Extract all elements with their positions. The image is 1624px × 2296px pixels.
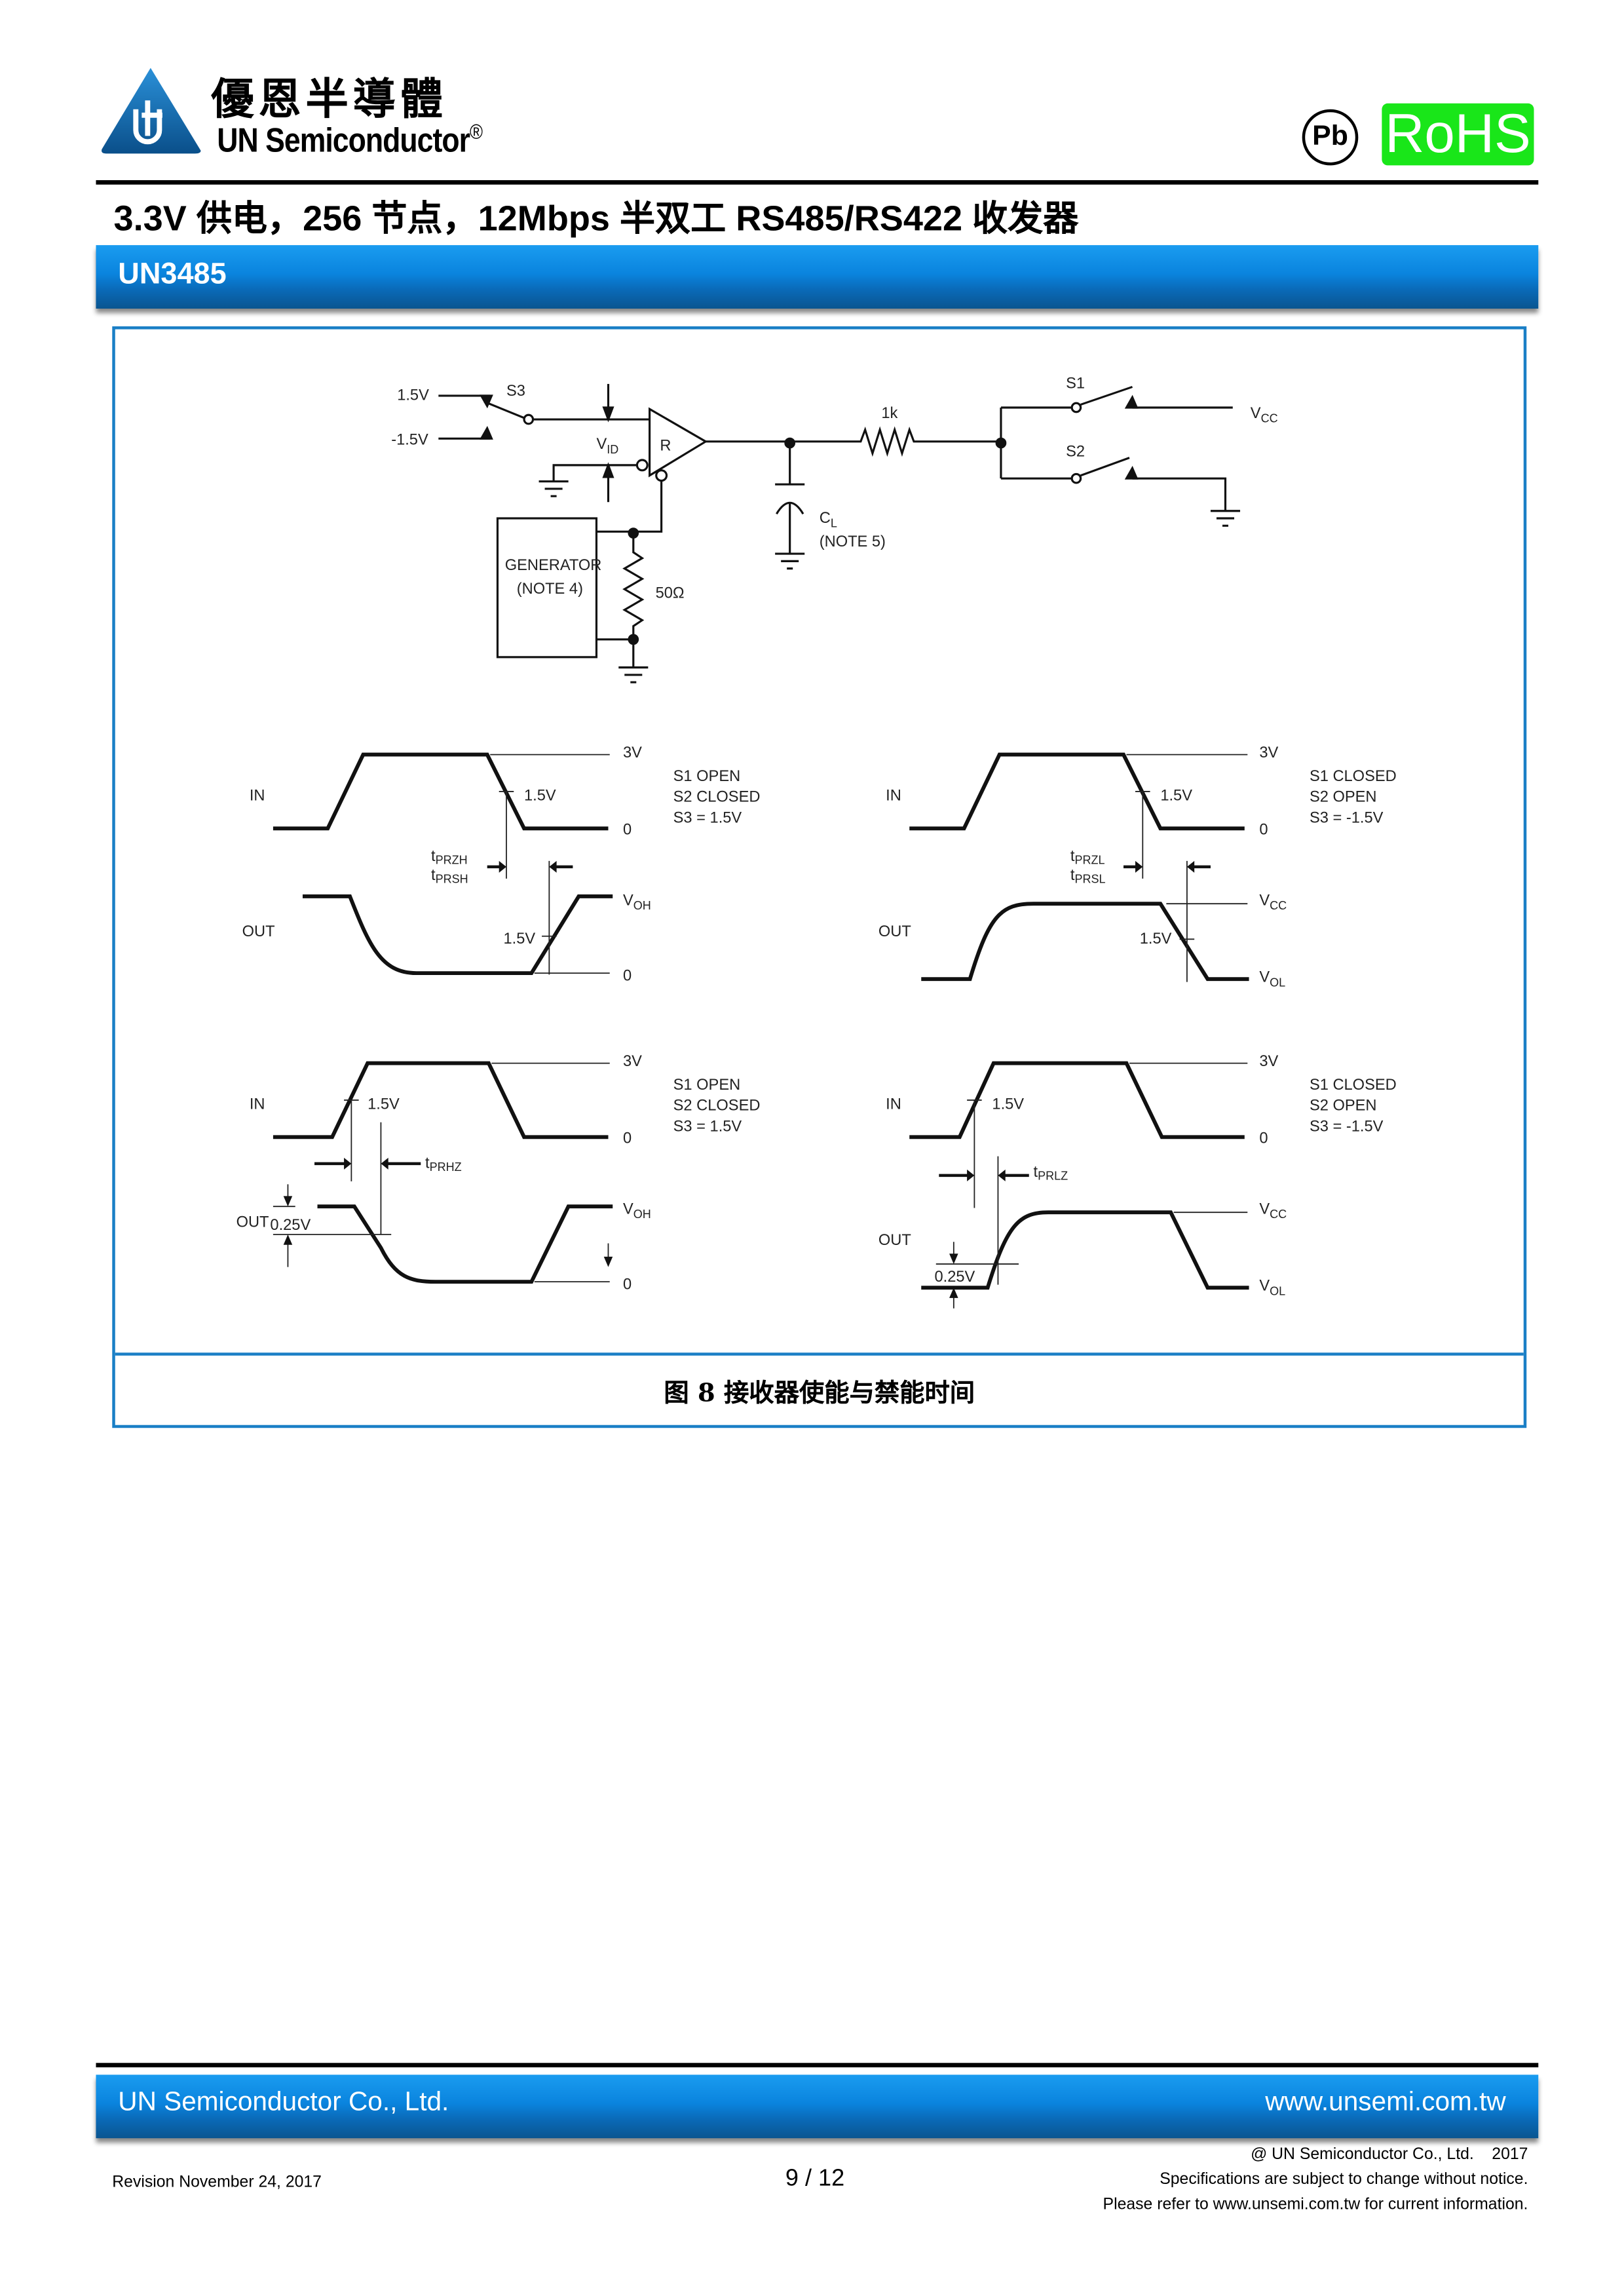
revision-date: Revision November 24, 2017 (112, 2173, 322, 2192)
timing-arrows (283, 860, 1211, 1298)
label-in: IN (886, 787, 901, 804)
label-zero: 0 (623, 821, 632, 838)
waveform-labels: IN OUT 3V 0 1.5V 1.5V VOH 0 tPRZH tPRSH … (236, 744, 1397, 1297)
lead-free-badge: Pb (1302, 109, 1359, 166)
footer-band: UN Semiconductor Co., Ltd. www.unsemi.co… (96, 2075, 1539, 2139)
condition-b-s3: S3 = -1.5V (1310, 1118, 1384, 1135)
label-cl-note: (NOTE 5) (820, 533, 886, 550)
label-3v: 3V (623, 744, 642, 761)
label-s3: S3 (506, 383, 525, 400)
condition-a-s1: S1 OPEN (673, 1077, 741, 1094)
label-in: IN (250, 1096, 265, 1113)
figure-frame: 图 8 接收器使能与禁能时间 (112, 326, 1527, 1428)
caption-divider (115, 1352, 1524, 1356)
page-number: 9 / 12 (785, 2166, 845, 2192)
footer-rule (96, 2063, 1539, 2068)
label-generator-note: (NOTE 4) (517, 581, 583, 598)
label-tprhz: tPRHZ (425, 1155, 462, 1174)
logo-english-name: UN Semiconductor® (217, 119, 483, 161)
condition-b-s1: S1 CLOSED (1310, 768, 1397, 785)
copyright: @ UN Semiconductor Co., Ltd. 2017 (1251, 2145, 1528, 2164)
footer-company: UN Semiconductor Co., Ltd. (118, 2086, 449, 2116)
label-0-25v: 0.25V (935, 1269, 975, 1286)
label-vcc: VCC (1259, 892, 1287, 912)
logo-english-text: UN Semiconductor (217, 121, 470, 159)
rohs-badge: RoHS (1382, 103, 1534, 166)
label-1-5v: 1.5V (1140, 930, 1172, 947)
part-number-band: UN3485 (96, 245, 1539, 309)
condition-a-s2: S2 CLOSED (673, 789, 761, 806)
label-s2: S2 (1066, 443, 1085, 460)
test-circuit (438, 383, 1241, 683)
label-out: OUT (878, 1232, 911, 1249)
label-tprlz: tPRLZ (1034, 1164, 1068, 1183)
condition-b-s2: S2 OPEN (1310, 1098, 1377, 1115)
label-3v: 3V (623, 1053, 642, 1070)
un-logo-icon (102, 67, 201, 154)
label-pos-1-5v: 1.5V (397, 387, 429, 404)
label-tprsl: tPRSL (1070, 867, 1106, 886)
label-1-5v: 1.5V (503, 930, 535, 947)
header-rule (96, 180, 1539, 185)
condition-a-s1: S1 OPEN (673, 768, 741, 785)
label-zero: 0 (623, 1276, 632, 1293)
label-vol: VOL (1259, 1278, 1285, 1298)
label-1-5v: 1.5V (1160, 787, 1192, 804)
figure-caption: 图 8 接收器使能与禁能时间 (664, 1379, 975, 1409)
label-vcc: VCC (1251, 405, 1278, 425)
label-zero: 0 (623, 967, 632, 984)
condition-b-s2: S2 OPEN (1310, 789, 1377, 806)
condition-b-s3: S3 = -1.5V (1310, 809, 1384, 826)
label-vcc: VCC (1259, 1200, 1287, 1221)
label-zero: 0 (623, 1130, 632, 1147)
part-number: UN3485 (118, 258, 227, 291)
circuit-labels: 1.5V -1.5V S3 VID R 1k S1 S2 VCC CL (NOT… (391, 375, 1277, 602)
refer-notice: Please refer to www.unsemi.com.tw for cu… (1103, 2196, 1528, 2214)
label-tprzl: tPRZL (1070, 848, 1105, 867)
label-out: OUT (878, 923, 911, 940)
label-tprzh: tPRZH (431, 848, 468, 867)
label-receiver-r: R (660, 437, 671, 454)
label-in: IN (886, 1096, 901, 1113)
label-generator: GENERATOR (505, 557, 602, 574)
label-50-ohm: 50Ω (656, 585, 685, 602)
footer-website[interactable]: www.unsemi.com.tw (1265, 2086, 1506, 2116)
condition-a-s3: S3 = 1.5V (673, 809, 742, 826)
waveform-reference-lines (273, 754, 1248, 1309)
condition-a-s3: S3 = 1.5V (673, 1118, 742, 1135)
label-1-5v: 1.5V (992, 1096, 1024, 1113)
spec-notice: Specifications are subject to change wit… (1160, 2170, 1528, 2189)
label-zero: 0 (1259, 1130, 1268, 1147)
label-1k: 1k (881, 405, 897, 422)
label-out: OUT (236, 1214, 269, 1231)
label-0-25v: 0.25V (270, 1217, 311, 1234)
label-zero: 0 (1259, 821, 1268, 838)
label-voh: VOH (623, 1200, 651, 1221)
label-s1: S1 (1066, 375, 1085, 392)
label-1-5v: 1.5V (524, 787, 556, 804)
label-cl: CL (820, 510, 837, 530)
label-vol: VOL (1259, 969, 1285, 989)
registered-mark: ® (470, 119, 483, 144)
label-1-5v: 1.5V (368, 1096, 400, 1113)
label-3v: 3V (1259, 1053, 1278, 1070)
label-voh: VOH (623, 892, 651, 912)
figure-diagram: 1.5V -1.5V S3 VID R 1k S1 S2 VCC CL (NOT… (236, 375, 1397, 1309)
logo-chinese-name: 優恩半導體 (211, 73, 447, 124)
page-title: 3.3V 供电，256 节点，12Mbps 半双工 RS485/RS422 收发… (113, 199, 1079, 240)
label-3v: 3V (1259, 744, 1278, 761)
label-in: IN (250, 787, 265, 804)
label-vid: VID (596, 436, 618, 456)
label-out: OUT (242, 923, 275, 940)
waveform-traces (273, 752, 1249, 1290)
condition-b-s1: S1 CLOSED (1310, 1077, 1397, 1094)
label-tprsh: tPRSH (431, 867, 468, 886)
condition-a-s2: S2 CLOSED (673, 1098, 761, 1115)
label-neg-1-5v: -1.5V (391, 431, 428, 448)
